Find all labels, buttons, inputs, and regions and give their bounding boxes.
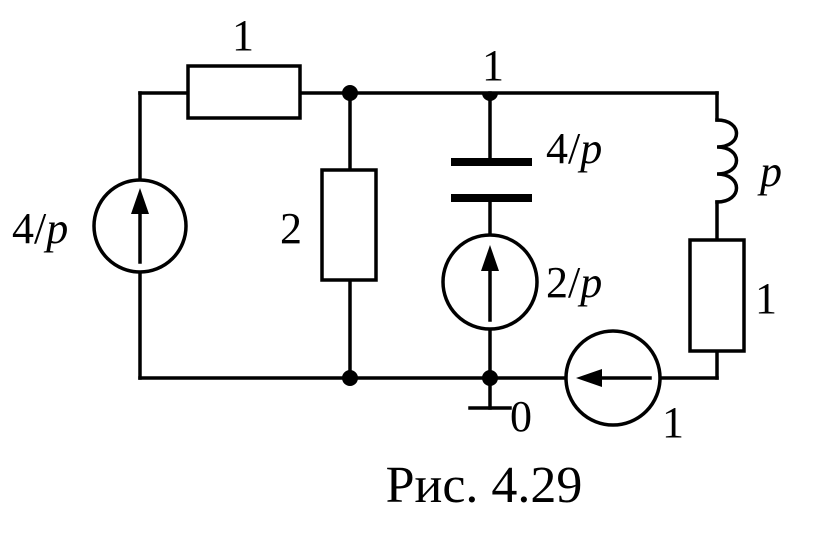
label-node-1: 1 xyxy=(482,41,504,90)
current-source-left xyxy=(92,178,188,274)
current-source-bottom xyxy=(564,329,662,427)
label-inductor: p xyxy=(757,147,782,196)
label-resistor-top: 1 xyxy=(232,11,254,60)
resistor-top xyxy=(186,64,302,120)
resistor-right xyxy=(688,238,746,353)
label-source-middle: 2/p xyxy=(546,258,602,307)
label-resistor-right: 1 xyxy=(755,274,777,323)
current-source-middle xyxy=(441,233,539,331)
label-source-left: 4/p xyxy=(12,204,68,253)
label-capacitor: 4/p xyxy=(546,124,602,173)
label-node-0: 0 xyxy=(510,392,532,441)
label-resistor-middle: 2 xyxy=(280,204,302,253)
figure-caption: Рис. 4.29 xyxy=(386,457,583,514)
resistor-middle xyxy=(320,168,378,282)
inductor xyxy=(715,118,739,204)
capacitor xyxy=(451,158,532,202)
junctions xyxy=(342,85,498,386)
label-source-bottom: 1 xyxy=(662,398,684,447)
